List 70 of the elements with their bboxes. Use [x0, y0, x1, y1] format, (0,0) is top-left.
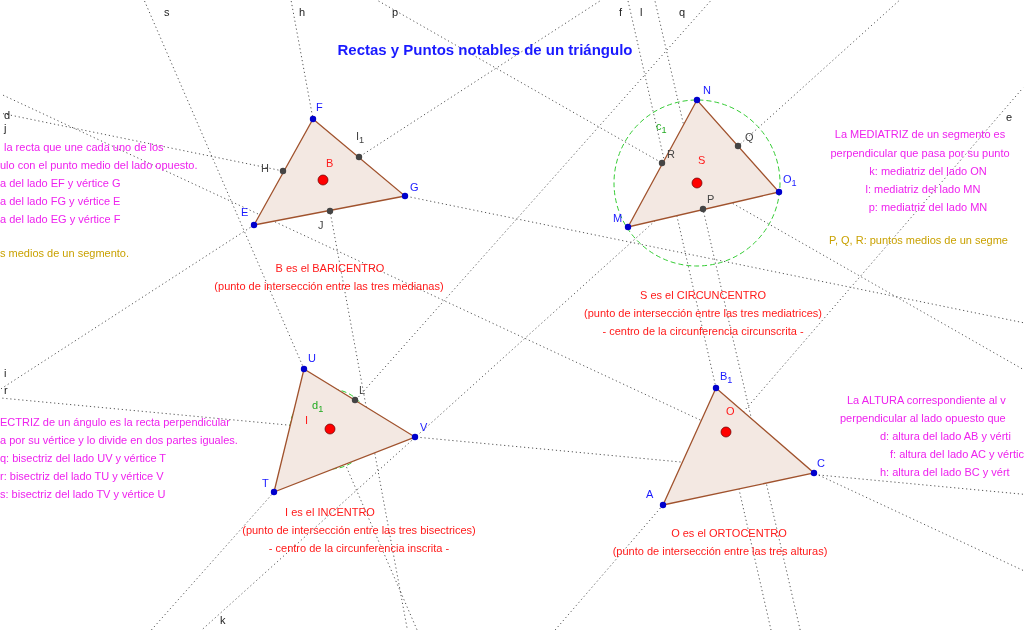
point-label: E — [241, 205, 249, 219]
caption-text: O es el ORTOCENTRO — [671, 526, 787, 540]
caption-text: (punto de intersección entre las tres mediatrices) — [584, 306, 822, 320]
point-label: U — [308, 351, 316, 365]
point-label: V — [420, 420, 428, 434]
point-label: d$_{1}$ — [312, 398, 324, 415]
definition-text: perpendicular que pasa por su punto — [830, 146, 1010, 160]
definition-text: s: bisectriz del lado TV y vértice U — [0, 487, 166, 501]
caption-text: (punto de intersección entre las tres alturas) — [612, 544, 828, 558]
point-label: O — [726, 404, 735, 418]
line-label: e — [1006, 110, 1013, 124]
line-label: l — [640, 5, 643, 19]
line-label: j — [4, 121, 7, 135]
line-label: q — [679, 5, 686, 19]
line-label: f — [619, 5, 623, 19]
definition-text: p: mediatriz del lado MN — [868, 200, 988, 214]
point-label: P — [707, 192, 715, 206]
point-label: R — [667, 147, 675, 161]
definition-text: l: mediatriz del lado MN — [865, 182, 981, 196]
point-label: S — [698, 153, 706, 167]
definition-text: a por su vértice y lo divide en dos partes iguales. — [0, 433, 238, 447]
caption-text: I es el INCENTRO — [285, 505, 375, 519]
point-label: O$_{1}$ — [783, 172, 797, 189]
caption-text: (punto de intersección entre las tres medianas) — [214, 279, 444, 293]
definition-text: ulo con el punto medio del lado opuesto. — [0, 158, 198, 172]
point-label: B$_{1}$ — [720, 369, 733, 386]
definition-text: la recta que une cada uno de los — [4, 140, 164, 154]
point-label: A — [646, 487, 654, 501]
line-label: i — [4, 366, 7, 380]
point-label: C — [817, 456, 825, 470]
point-label: F — [316, 100, 323, 114]
point-label: H — [261, 161, 269, 175]
point-label: I$_{1}$ — [356, 129, 365, 146]
caption-text: S es el CIRCUNCENTRO — [640, 288, 766, 302]
line-label: s — [164, 5, 170, 19]
point-label: Q — [745, 130, 754, 144]
definition-text: perpendicular al lado opuesto que — [840, 411, 1006, 425]
definition-text: k: mediatriz del lado ON — [869, 164, 987, 178]
line-label: k — [220, 613, 226, 627]
point-label: I — [305, 413, 309, 427]
line-label: d — [4, 108, 11, 122]
line-label: p — [392, 5, 399, 19]
point-label: B — [326, 156, 334, 170]
definition-text: f: altura del lado AC y vértic — [890, 447, 1024, 461]
line-label: h — [299, 5, 306, 19]
definition-text: h: altura del lado BC y vért — [880, 465, 1010, 479]
point-label: N — [703, 83, 711, 97]
point-label: L — [359, 383, 366, 397]
point-label: T — [262, 476, 269, 490]
point-label: G — [410, 180, 419, 194]
definition-text: d: altura del lado AB y vérti — [880, 429, 1011, 443]
caption-text: - centro de la circunferencia inscrita - — [268, 541, 450, 555]
caption-text: (punto de intersección entre las tres bisectrices) — [242, 523, 476, 537]
definition-text: q: bisectriz del lado UV y vértice T — [0, 451, 167, 465]
definition-text: r: bisectriz del lado TU y vértice V — [0, 469, 164, 483]
definition-text: a del lado EG y vértice F — [0, 212, 121, 226]
definition-text: a del lado EF y vértice G — [0, 176, 121, 190]
point-label: M — [613, 211, 623, 225]
definition-text: La ALTURA correspondiente al v — [847, 393, 1006, 407]
definition-text: P, Q, R: puntos medios de un segme — [829, 233, 1008, 247]
caption-text: - centro de la circunferencia circunscrita - — [602, 324, 804, 338]
point-label: J — [318, 218, 324, 232]
title: Rectas y Puntos notables de un triángulo — [337, 41, 633, 59]
definition-text: s medios de un segmento. — [0, 246, 130, 260]
definition-text: La MEDIATRIZ de un segmento es — [834, 127, 1006, 141]
caption-text: B es el BARICENTRO — [275, 261, 385, 275]
line-label: r — [4, 383, 8, 397]
definition-text: a del lado FG y vértice E — [0, 194, 121, 208]
point-label: c$_{1}$ — [656, 119, 667, 136]
definition-text: ECTRIZ de un ángulo es la recta perpendicular — [0, 415, 230, 429]
